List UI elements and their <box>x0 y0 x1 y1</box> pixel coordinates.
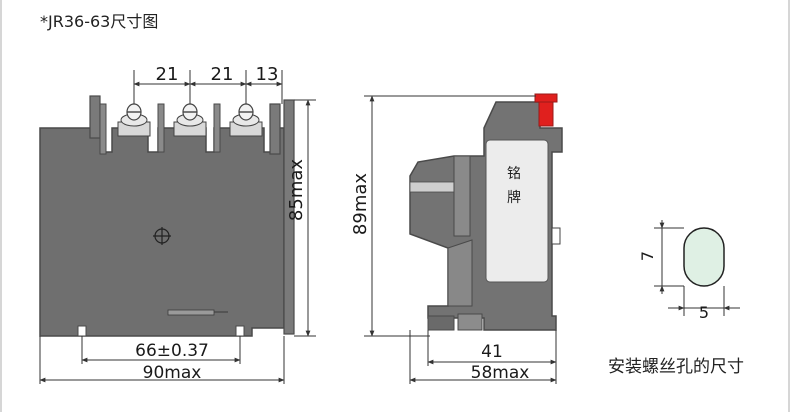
hole-slot-icon <box>683 227 725 287</box>
left-frame-line <box>0 0 2 412</box>
dim-side-height: 89max <box>350 173 371 235</box>
crosshair-screw-icon <box>153 227 171 245</box>
dim-side-inner-depth: 41 <box>481 342 503 362</box>
dim-top-2: 21 <box>211 64 234 85</box>
right-frame-line <box>788 0 790 412</box>
mount-hole-caption: 安装螺丝孔的尺寸 <box>608 357 744 377</box>
dim-hole-width: 5 <box>699 303 709 322</box>
nameplate-label-top: 铭 <box>507 166 521 182</box>
screw-terminal-icon <box>173 103 207 137</box>
hole-dimensions <box>654 220 740 316</box>
side-dimensions <box>364 95 557 384</box>
side-view <box>409 93 563 331</box>
screw-terminal-icon <box>117 103 151 137</box>
dim-top-1: 21 <box>156 64 179 85</box>
nameplate-label-bottom: 牌 <box>507 189 521 206</box>
dim-top-3: 13 <box>256 64 279 85</box>
dim-front-outer-width: 90max <box>143 363 202 383</box>
dim-front-inner-width: 66±0.37 <box>135 341 209 361</box>
dim-side-outer-depth: 58max <box>471 363 530 383</box>
screw-terminal-icon <box>229 103 263 137</box>
dim-front-height: 85max <box>286 159 307 221</box>
dim-hole-height: 7 <box>638 251 657 261</box>
diagram-title: *JR36-63尺寸图 <box>40 12 159 31</box>
front-dimensions <box>39 70 316 384</box>
front-view <box>39 95 295 337</box>
